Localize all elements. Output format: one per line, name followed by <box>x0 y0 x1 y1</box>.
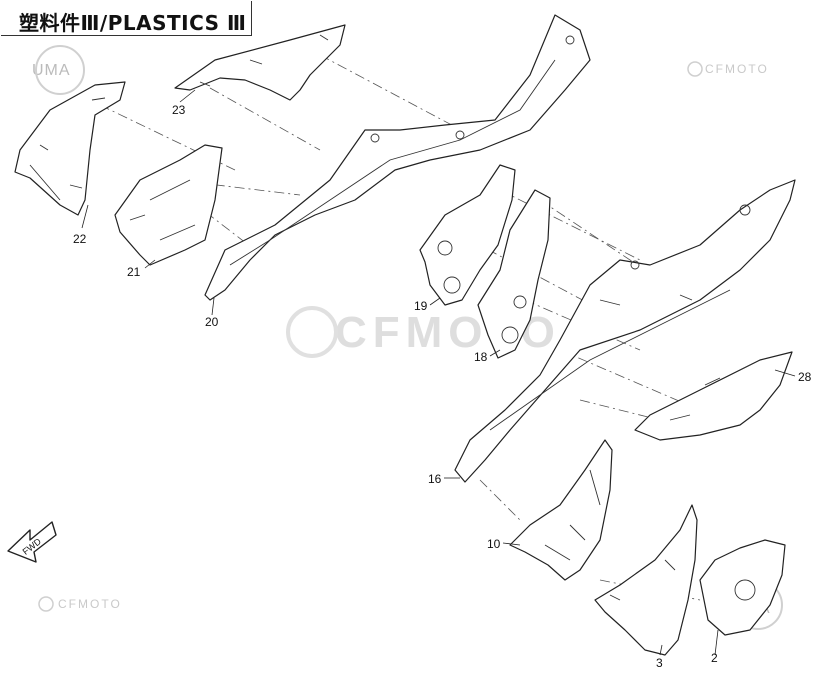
cfmoto-watermark-bottomleft: CFMOTO <box>58 597 122 611</box>
part-2-small-cover <box>699 539 786 636</box>
callout-22: 22 <box>73 232 87 246</box>
part-18-lower-bracket <box>477 189 551 359</box>
part-22-front-panel <box>14 81 126 216</box>
part-21-inner-panel <box>114 144 223 266</box>
callout-16: 16 <box>428 472 442 486</box>
callout-21: 21 <box>127 265 141 279</box>
callout-2: 2 <box>711 651 718 665</box>
cfmoto-logo-icon <box>38 61 703 612</box>
callout-20: 20 <box>205 315 219 329</box>
callout-23: 23 <box>172 103 186 117</box>
leader-lines <box>81 89 796 656</box>
part-19-side-bracket <box>419 164 516 306</box>
callout-labels: 22 23 21 20 19 18 28 16 10 3 2 <box>73 103 812 670</box>
part-28-trim <box>634 351 793 441</box>
cfmoto-watermark-topright: CFMOTO <box>705 62 769 76</box>
callout-19: 19 <box>414 299 428 313</box>
part-23-upper-cowl <box>174 24 346 101</box>
fwd-arrow-icon: FWD <box>7 521 57 563</box>
diagram-title: 塑料件Ⅲ/PLASTICS Ⅲ <box>19 11 247 35</box>
part-20-frame-rail <box>204 14 591 301</box>
title-box: 塑料件Ⅲ/PLASTICS Ⅲ <box>1 1 252 36</box>
uma-watermark-topleft: UMA <box>32 62 71 79</box>
callout-3: 3 <box>656 656 663 670</box>
part-16-side-panel <box>454 179 796 483</box>
part-10-lower-panel <box>509 439 613 581</box>
callout-10: 10 <box>487 537 501 551</box>
callout-18: 18 <box>474 350 488 364</box>
part-3-lower-fairing <box>594 504 698 656</box>
callout-28: 28 <box>798 370 812 384</box>
